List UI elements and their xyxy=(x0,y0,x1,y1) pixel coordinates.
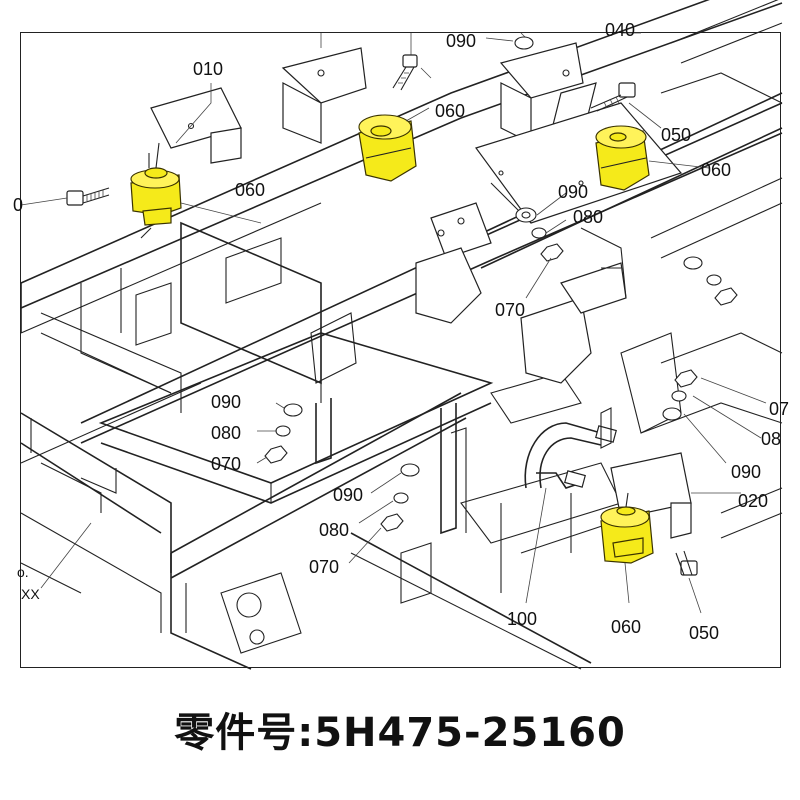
callout-060-right: 060 xyxy=(701,160,731,180)
rubber-mount-bottom[interactable] xyxy=(600,492,654,564)
bolt-top-center xyxy=(392,54,418,91)
callout-100: 100 xyxy=(507,609,537,629)
callout-010: 010 xyxy=(193,59,223,79)
callout-050-top: 050 xyxy=(661,125,691,145)
lockwasher-080-center xyxy=(393,492,409,504)
rubber-mount-top-center[interactable] xyxy=(358,114,417,182)
washer-090-center xyxy=(400,463,420,477)
callout-070-right: 07 xyxy=(769,399,789,419)
callout-060-bottom: 060 xyxy=(611,617,641,637)
bolt-050-top xyxy=(590,82,636,112)
callout-090-mid: 090 xyxy=(558,182,588,202)
rubber-mount-top-right[interactable] xyxy=(595,125,650,191)
callout-090-center: 090 xyxy=(333,485,363,505)
nut-070-mid xyxy=(540,243,564,262)
callout-070-center: 070 xyxy=(309,557,339,577)
nut-070-left xyxy=(264,445,288,464)
callout-090-right: 090 xyxy=(731,462,761,482)
edge-text-1: o. xyxy=(17,564,29,580)
callout-080-left: 080 xyxy=(211,423,241,443)
callout-080-mid: 080 xyxy=(573,207,603,227)
callout-partial-left: 0 xyxy=(13,195,23,215)
washer-090-left xyxy=(283,403,303,417)
callout-090-left: 090 xyxy=(211,392,241,412)
rubber-mount-left[interactable] xyxy=(130,142,182,239)
callout-020: 020 xyxy=(738,491,768,511)
lockwasher-080-left xyxy=(275,425,291,437)
callout-080-center: 080 xyxy=(319,520,349,540)
parts-diagram-frame: 010 090 040 060 050 060 060 090 080 070 … xyxy=(13,0,789,670)
bolt-left xyxy=(66,187,110,206)
leader-lines xyxy=(20,37,767,614)
callout-070-left: 070 xyxy=(211,454,241,474)
nut-070-center xyxy=(380,513,404,532)
callout-090-top: 090 xyxy=(446,31,476,51)
fasteners xyxy=(66,36,738,576)
lockwasher-080-mid xyxy=(531,227,547,239)
callout-070-mid: 070 xyxy=(495,300,525,320)
part-number-caption: 零件号:5H475-25160 xyxy=(174,710,626,756)
callout-050-bottom: 050 xyxy=(689,623,719,643)
callout-060-center: 060 xyxy=(435,101,465,121)
callout-040-top: 040 xyxy=(605,20,635,40)
chassis-frame-drawing xyxy=(20,0,783,670)
edge-text-2: XX xyxy=(21,586,40,602)
bolt-050-bottom xyxy=(675,550,698,576)
washer-top xyxy=(514,36,534,50)
callout-080-right: 08 xyxy=(761,429,781,449)
callout-060-left: 060 xyxy=(235,180,265,200)
exploded-parts-diagram: 010 090 040 060 050 060 060 090 080 070 … xyxy=(13,0,789,670)
callout-labels: 010 090 040 060 050 060 060 090 080 070 … xyxy=(13,20,789,643)
